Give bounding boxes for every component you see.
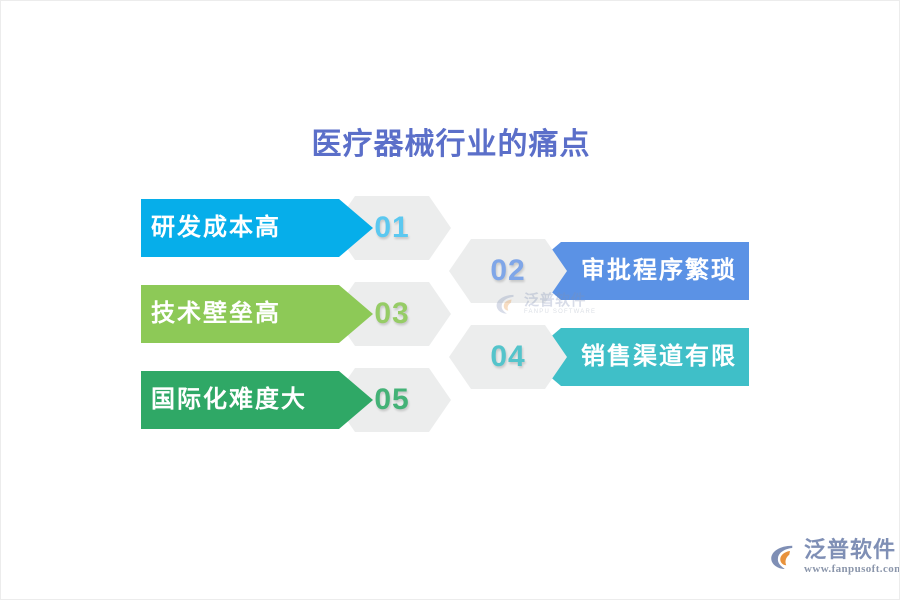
brand-logo-text: 泛普软件 www.fanpusoft.com [804,537,900,575]
pain-point-label-03: 技术壁垒高 [151,300,281,327]
brand-url: www.fanpusoft.com [804,563,900,575]
pain-point-row-01: 01 研发成本高 [141,196,461,260]
pain-point-row-04: 销售渠道有限 04 [449,325,749,389]
brand-logo: 泛普软件 www.fanpusoft.com [769,537,900,575]
pain-point-bar-03: 技术壁垒高 [141,285,373,343]
step-number-03: 03 [374,297,410,330]
pain-point-row-03: 03 技术壁垒高 [141,282,461,346]
pain-point-label-01: 研发成本高 [151,214,281,241]
pain-point-row-02: 审批程序繁琐 02 [449,239,749,303]
watermark-name-en: FANPU SOFTWARE [524,309,597,315]
page-title: 医疗器械行业的痛点 [311,128,591,161]
step-number-04: 04 [490,340,526,373]
pain-point-label-05: 国际化难度大 [151,386,307,413]
step-number-01: 01 [374,211,410,244]
step-number-05: 05 [374,383,410,416]
pain-point-bar-01: 研发成本高 [141,199,373,257]
brand-name-cn: 泛普软件 [804,537,897,562]
pain-point-bar-05: 国际化难度大 [141,371,373,429]
step-number-hexagon-02: 02 [449,239,567,303]
pain-point-label-02: 审批程序繁琐 [581,257,737,284]
brand-logo-icon [769,542,799,572]
pain-point-row-05: 05 国际化难度大 [141,368,461,432]
pain-point-label-04: 销售渠道有限 [581,343,737,370]
step-number-hexagon-04: 04 [449,325,567,389]
step-number-02: 02 [490,254,526,287]
